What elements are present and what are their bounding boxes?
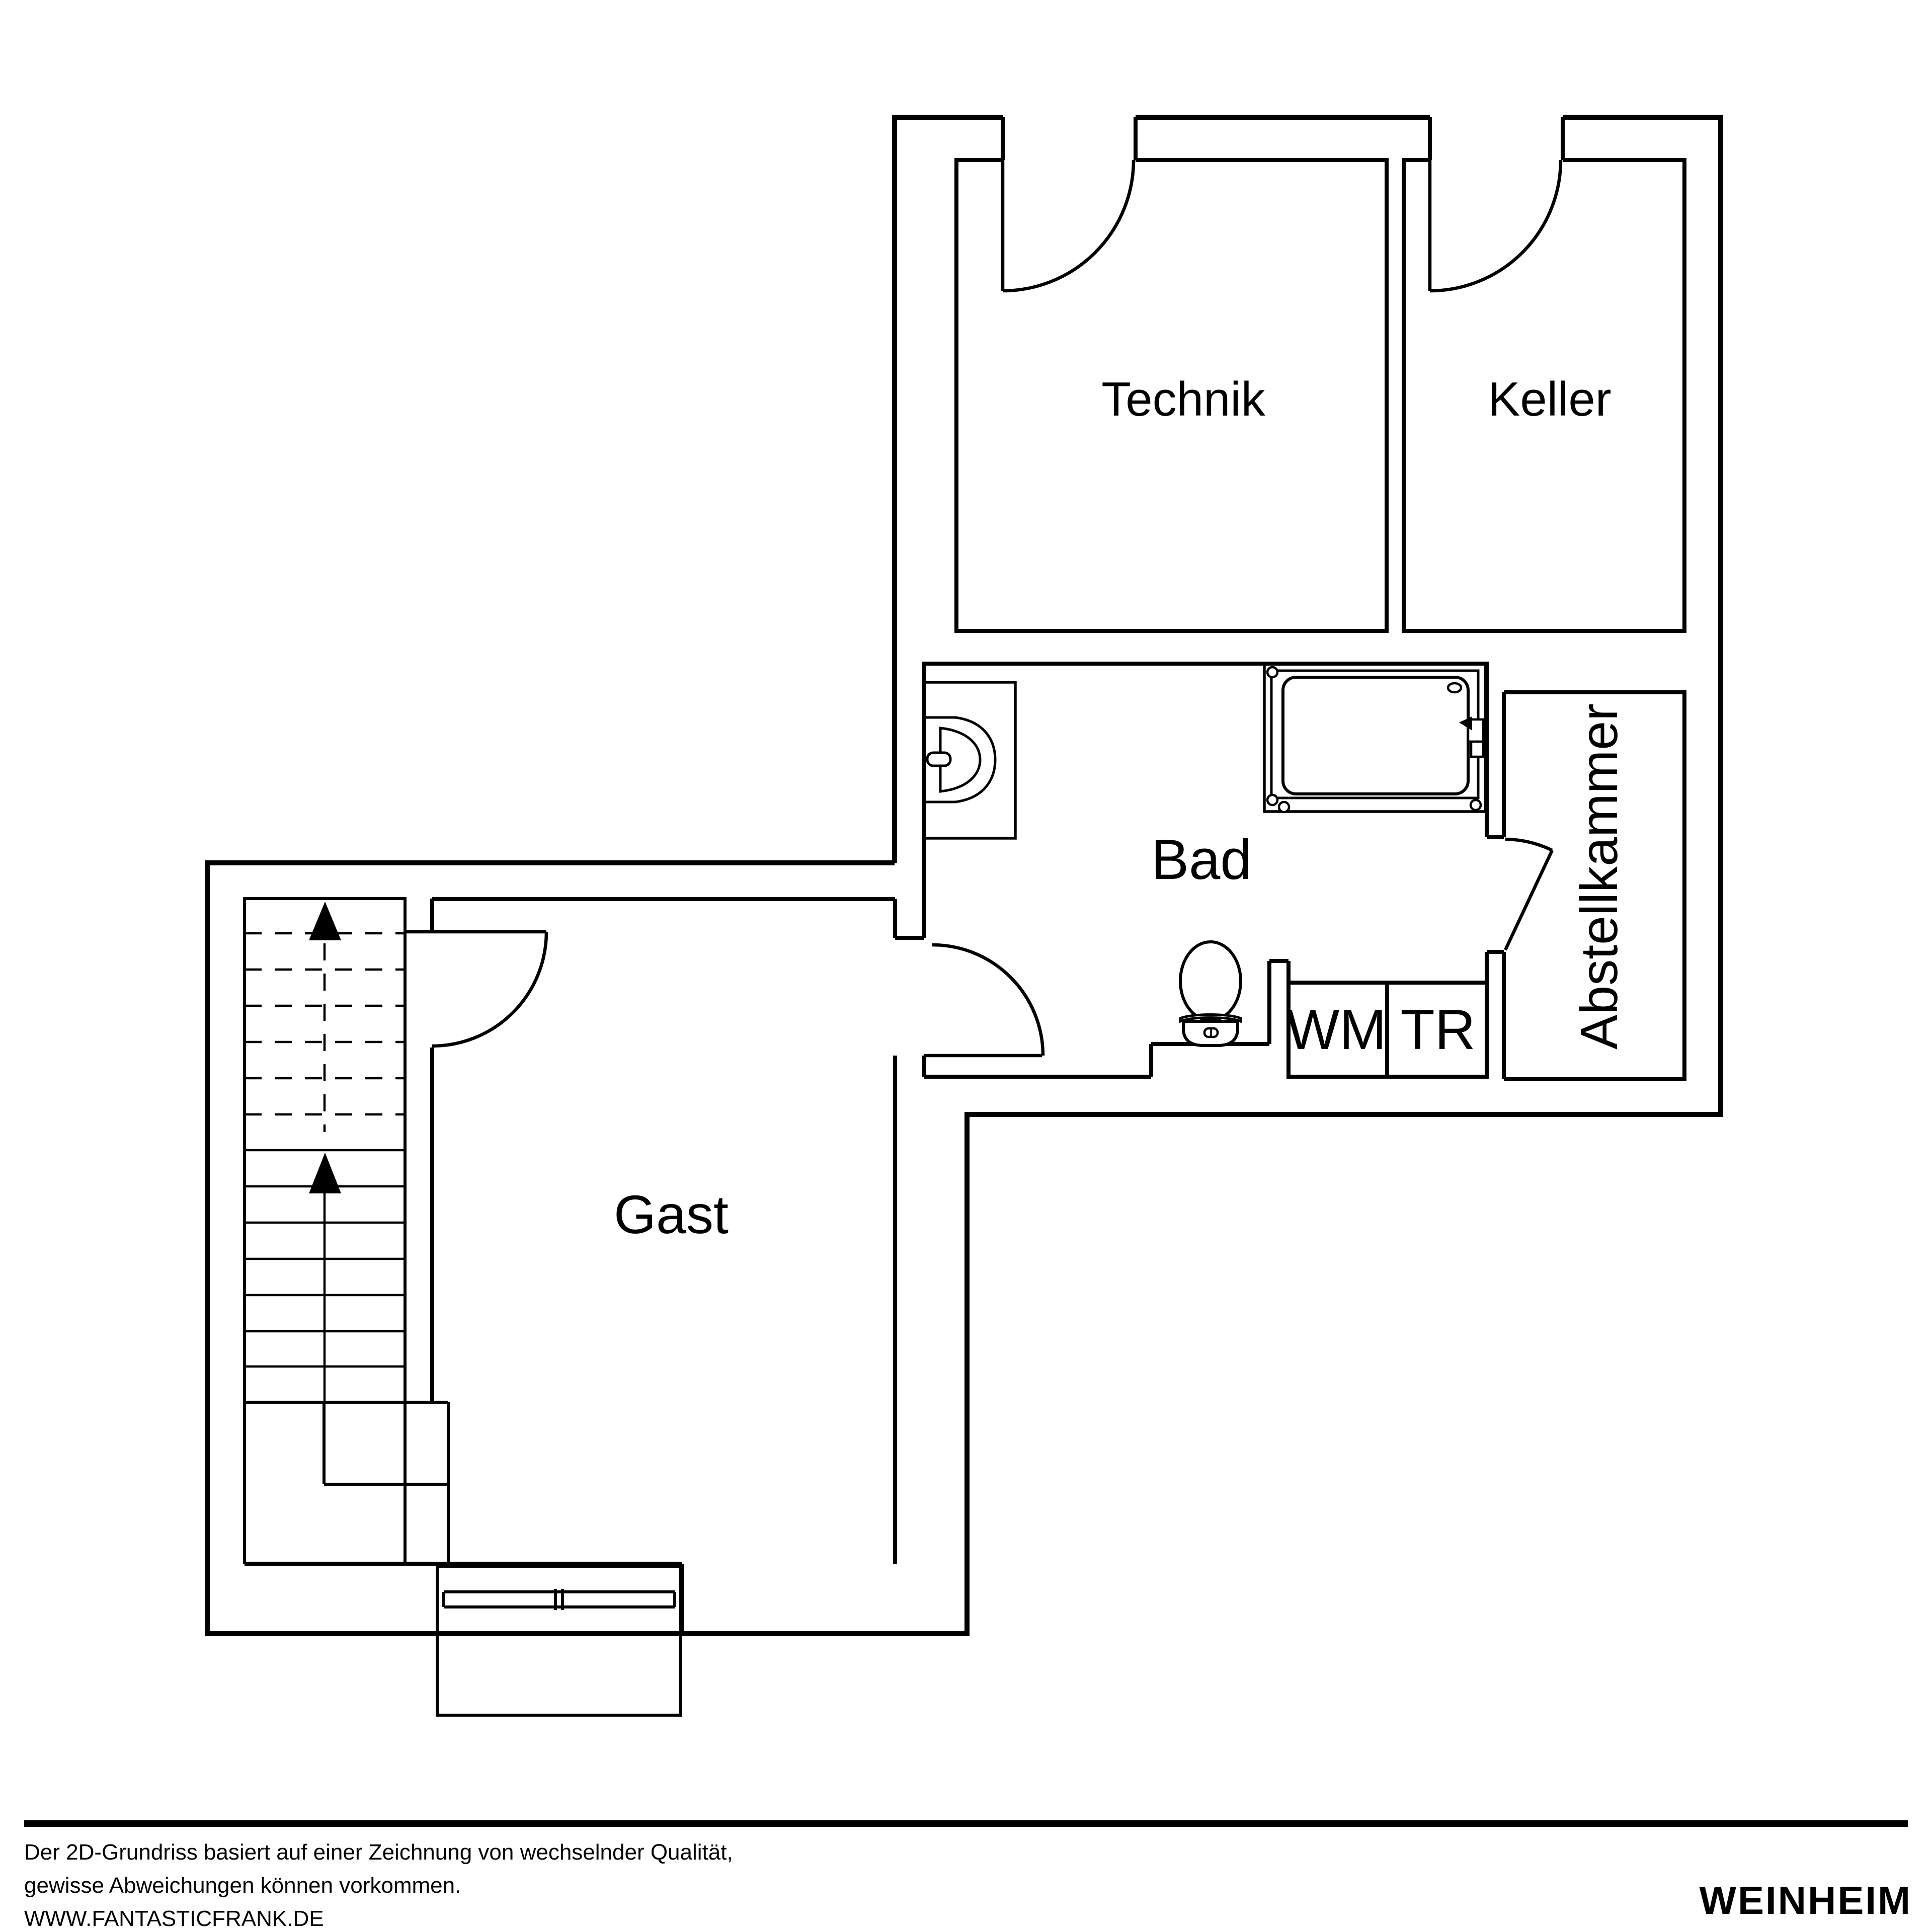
up-arrow-icon-upper — [309, 902, 341, 940]
room-label-keller: Keller — [1488, 372, 1611, 426]
door-swing-icon-keller — [1428, 117, 1563, 293]
toilet-icon — [1179, 940, 1242, 1047]
room-keller-walls — [1402, 158, 1686, 633]
footer-divider — [24, 1820, 1908, 1827]
room-label-bad: Bad — [1151, 828, 1251, 891]
room-labels: Technik Keller Bad WM TR Abstellkammer G… — [614, 372, 1629, 1245]
walls — [205, 115, 1723, 1636]
room-label-technik: Technik — [1101, 372, 1266, 426]
window-frame — [436, 1565, 682, 1635]
door-swing-icon-bad — [924, 943, 1045, 1058]
footer-website: WWW.FANTASTICFRANK.DE — [24, 1906, 324, 1931]
window-glazing — [442, 1589, 676, 1610]
shower-hinge-bottom-left2 — [1277, 800, 1291, 814]
room-label-tr: TR — [1400, 998, 1475, 1061]
window-icon — [436, 1565, 682, 1717]
room-wm-tr-walls — [1286, 981, 1489, 1079]
door-swing-icon-gast — [405, 930, 548, 1048]
brand-logo: WEINHEIM — [1699, 1878, 1912, 1922]
top-door-jambs — [1001, 117, 1565, 160]
shower-hinge-bottom-right — [1469, 798, 1482, 812]
sink-icon — [923, 681, 1017, 840]
shower-frame-outer — [1263, 662, 1487, 813]
toilet-bowl — [1179, 940, 1242, 1022]
stairs-outline — [243, 897, 407, 1564]
footer-disclaimer-line1: Der 2D-Grundriss basiert auf einer Zeich… — [24, 1840, 733, 1865]
stairs-landing — [245, 1401, 450, 1564]
terrace-step — [436, 1632, 682, 1717]
door-swing-icon-technik — [1001, 117, 1136, 293]
outer-wall — [205, 115, 1723, 1636]
door-swing-icon-abstellkammer — [1504, 837, 1554, 951]
room-label-gast: Gast — [614, 1184, 729, 1245]
room-technik-walls — [954, 158, 1389, 633]
shower-icon — [1263, 662, 1487, 814]
shower-hinge-bottom-left — [1266, 793, 1279, 807]
sink-counter — [923, 681, 1017, 840]
toilet-seat-line — [1179, 1013, 1242, 1023]
footer-disclaimer-line2: gewisse Abweichungen können vorkommen. — [24, 1873, 461, 1898]
sink-tap — [926, 751, 952, 767]
footer: Der 2D-Grundriss basiert auf einer Zeich… — [24, 1820, 1912, 1931]
up-arrow-icon-lower — [309, 1153, 341, 1193]
shower-hinge-top-left — [1266, 666, 1279, 679]
shower-frame-inner — [1270, 669, 1480, 799]
room-gast-walls — [245, 897, 895, 1634]
sink-basin-outer — [924, 716, 997, 803]
shower-drain — [1446, 682, 1463, 694]
room-label-wm: WM — [1286, 998, 1386, 1061]
sink-basin-inner — [939, 727, 982, 793]
stairs-icon — [243, 897, 450, 1564]
room-label-abstellkammer: Abstellkammer — [1570, 703, 1629, 1050]
shower-mixer — [1459, 716, 1485, 758]
doors — [405, 117, 1563, 1058]
shower-tray — [1281, 676, 1470, 795]
room-abstellkammer-walls — [1504, 690, 1686, 1081]
room-bad-walls — [893, 662, 1506, 1564]
